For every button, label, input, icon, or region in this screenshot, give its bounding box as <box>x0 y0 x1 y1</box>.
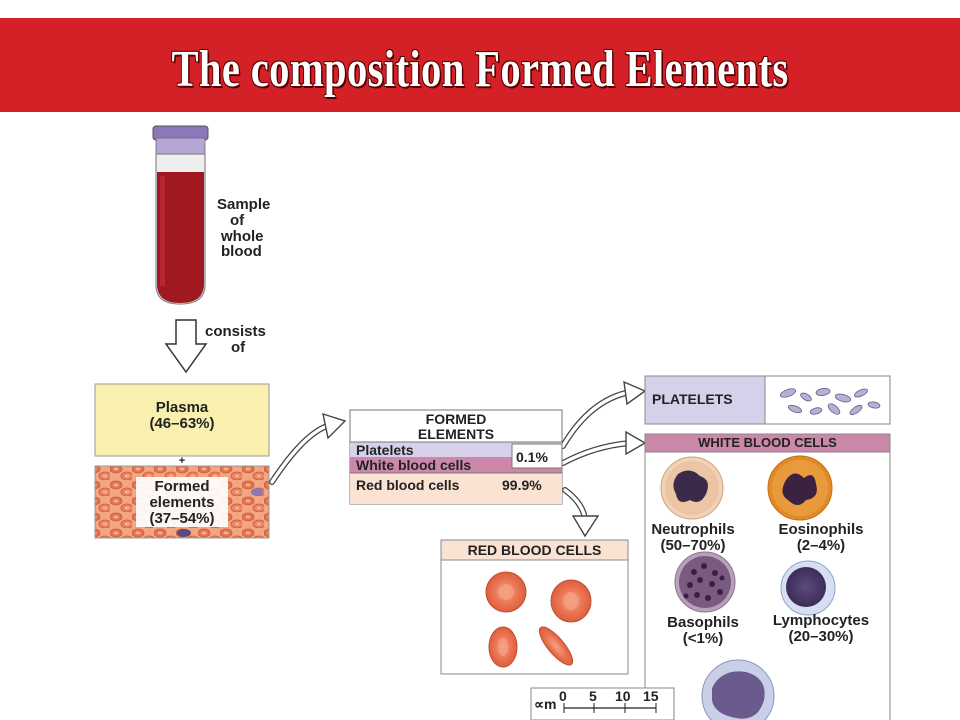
rbc-row <box>350 473 562 504</box>
title-banner <box>0 18 960 112</box>
arrow-to-formed-outline <box>269 422 333 485</box>
consists-of-label: consists of <box>205 324 266 356</box>
formed-left-line: Formed <box>154 478 210 495</box>
formed-elements-left-label: Formed elements (37–54%) <box>136 479 228 526</box>
tube-label: Sample of whole blood <box>217 197 270 260</box>
scale-tick-15: 15 <box>643 688 659 704</box>
tube-cap-band <box>155 137 206 155</box>
rbc-row-label: Red blood cells <box>356 477 460 493</box>
eosinophils-range: (2–4%) <box>796 536 846 554</box>
consists-label-line: consists <box>205 323 266 340</box>
scale-tick-10: 10 <box>615 688 631 704</box>
platelet-in-tile <box>251 488 263 496</box>
formed-elements-box <box>349 409 563 505</box>
arrow-to-platelets-outline <box>560 389 633 449</box>
wbc-panel <box>644 433 891 720</box>
small-percent-label: 0.1% <box>516 449 548 465</box>
small-percent-box <box>511 443 563 469</box>
monocyte-cell <box>701 659 775 720</box>
platelets-row-label: Platelets <box>356 442 414 458</box>
platelet-cells <box>779 387 881 416</box>
slide-title: The composition Formed Elements <box>171 41 789 98</box>
basophils-label: Basophils (<1%) <box>648 615 758 647</box>
rbc-panel <box>440 539 629 675</box>
plasma-range: (46–63%) <box>149 414 215 432</box>
neutrophils-range: (50–70%) <box>660 536 726 554</box>
platelets-panel <box>644 375 891 425</box>
rbc-percent-label: 99.9% <box>502 477 542 493</box>
lymphocytes-name: Lymphocytes <box>772 612 870 629</box>
eosinophils-label: Eosinophils (2–4%) <box>762 522 880 554</box>
basophil-granules <box>683 563 725 601</box>
tube-highlight <box>160 176 165 286</box>
neutrophils-label: Neutrophils (50–70%) <box>640 522 746 554</box>
plasma-name: Plasma <box>155 399 209 416</box>
basophil-cell <box>674 551 736 613</box>
plasma-box <box>94 383 270 457</box>
arrow-to-wbc-outline <box>560 440 633 466</box>
arrow-to-rbc-head <box>571 515 600 538</box>
arrow-to-wbc <box>561 441 632 465</box>
wbc-row <box>350 457 562 473</box>
scale-tick-0: 0 <box>559 688 567 704</box>
basophils-range: (<1%) <box>682 629 724 647</box>
test-tube-illustration <box>152 125 209 305</box>
lymphocytes-label: Lymphocytes (20–30%) <box>756 613 886 645</box>
arrow-to-formed-head <box>322 412 347 440</box>
eosinophil-cell <box>767 455 833 521</box>
arrow-to-formed <box>270 423 332 484</box>
plus-sign: + <box>178 455 186 467</box>
tube-label-line: blood <box>221 243 262 261</box>
red-blood-cell-1 <box>485 571 527 613</box>
red-blood-cell-3 <box>488 626 518 668</box>
wbc-in-tile <box>177 529 191 537</box>
red-blood-cell-4 <box>538 626 574 666</box>
eosinophils-name: Eosinophils <box>778 521 864 538</box>
lymphocyte-cell <box>780 560 836 616</box>
rbc-panel-header: RED BLOOD CELLS <box>467 542 602 558</box>
red-blood-cell-2 <box>550 579 592 623</box>
scale-unit: ∝m <box>534 696 557 712</box>
formed-header-line: ELEMENTS <box>417 425 495 442</box>
platelets-panel-label: PLATELETS <box>652 391 733 407</box>
tube-label-line: of <box>230 211 245 229</box>
neutrophils-name: Neutrophils <box>651 521 735 538</box>
formed-header-line: FORMED <box>425 411 487 427</box>
tube-label-line: Sample <box>217 196 271 213</box>
formed-elements-header: FORMED ELEMENTS <box>350 412 562 441</box>
consists-label-line: of <box>231 338 246 356</box>
neutrophil-cell <box>660 456 724 520</box>
scale-bar <box>530 687 675 720</box>
formed-left-line: elements <box>149 493 215 511</box>
lymphocytes-range: (20–30%) <box>788 627 854 645</box>
plasma-label: Plasma (46–63%) <box>95 400 269 432</box>
tube-label-line: whole <box>221 227 264 245</box>
scale-tick-5: 5 <box>589 688 597 704</box>
formed-left-line: (37–54%) <box>149 509 215 527</box>
wbc-row-label: White blood cells <box>356 457 472 473</box>
platelets-row <box>350 442 562 457</box>
arrow-to-wbc-head <box>625 430 647 456</box>
tube-blood <box>157 172 204 303</box>
arrow-to-platelets-head <box>623 380 647 406</box>
down-arrow <box>164 319 208 374</box>
arrow-to-platelets <box>561 390 632 448</box>
wbc-panel-header: WHITE BLOOD CELLS <box>698 435 837 450</box>
basophils-name: Basophils <box>667 614 739 631</box>
formed-elements-label-bg <box>136 477 228 527</box>
